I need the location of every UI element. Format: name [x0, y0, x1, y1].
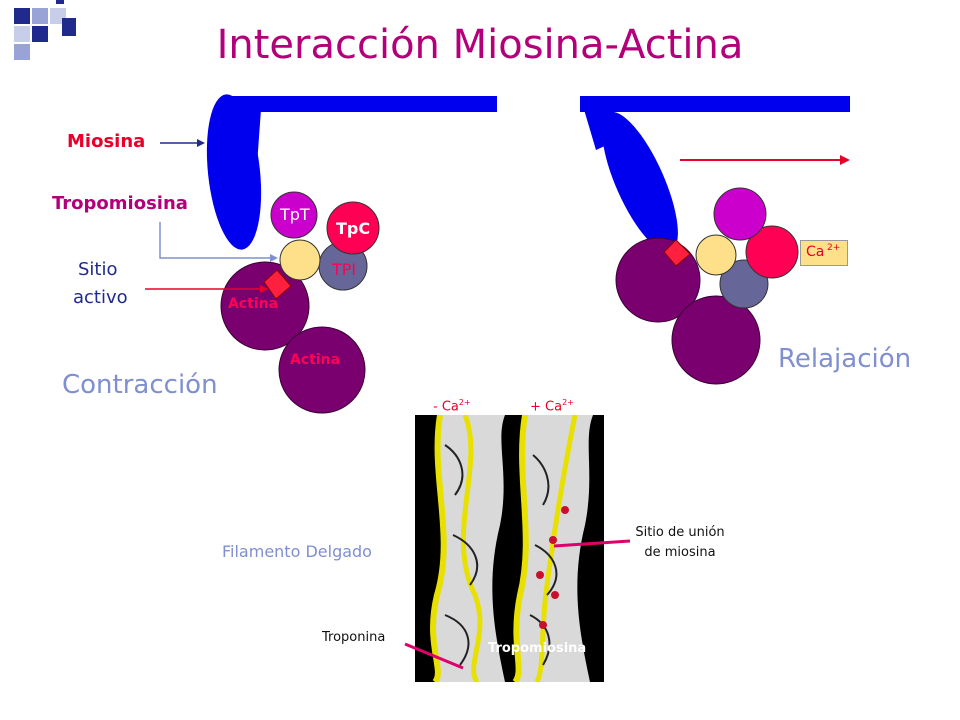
page-title: Interacción Miosina-Actina [216, 22, 744, 68]
miosina-label: Miosina [67, 131, 146, 152]
plus-ca-label: + Ca2+ [530, 398, 574, 414]
minus-ca-text: - Ca [433, 399, 459, 415]
myosin-bar-relax [580, 96, 850, 112]
active-site-marker [263, 269, 292, 300]
troponina-label: Troponina [322, 630, 386, 645]
ca-superscript: 2+ [827, 243, 841, 253]
tropomiosina-label: Tropomiosina [52, 193, 188, 214]
tropomyosin-circle-relax [695, 234, 737, 276]
tpt-circle-relax [713, 187, 767, 241]
sitio-union-label: Sitio de unión de miosina [615, 523, 745, 563]
tpt-label: TpT [280, 205, 310, 224]
tropomyosin-circle [279, 239, 321, 281]
tropomiosina-arrow [159, 222, 272, 259]
actina-label-2: Actina [290, 352, 341, 368]
sitio-union-line2: de miosina [644, 545, 716, 560]
actin-circle-2 [278, 326, 366, 414]
thin-filament-micrograph [415, 415, 604, 682]
activo-label: activo [73, 287, 128, 308]
relajacion-label: Relajación [778, 344, 912, 374]
filamento-label: Filamento Delgado [222, 542, 372, 561]
sitio-union-line1: Sitio de unión [635, 525, 725, 540]
active-site-marker-relax [663, 239, 691, 267]
myosin-head-relax [602, 111, 678, 253]
actina-label-1: Actina [228, 296, 279, 312]
tpc-circle-relax [745, 225, 799, 279]
plus-ca-sup: 2+ [562, 398, 574, 407]
myosin-head [206, 94, 262, 250]
tpc-label: TpC [336, 219, 371, 238]
actin-circle-relax-2 [671, 295, 761, 385]
plus-ca-text: + Ca [530, 399, 563, 415]
tropomiosina-photo-label: Tropomiosina [488, 641, 587, 656]
tpi-label: TPI [332, 260, 357, 279]
minus-ca-sup: 2+ [458, 398, 471, 407]
contraccion-label: Contracción [62, 370, 218, 400]
tpc-circle [326, 201, 380, 255]
myosin-head-bar [232, 96, 497, 112]
ca-badge: Ca 2+ [800, 240, 848, 266]
tpt-circle [270, 191, 318, 239]
ca-label: Ca [806, 244, 825, 260]
sitio-label: Sitio [78, 259, 118, 280]
minus-ca-label: - Ca2+ [433, 398, 471, 414]
